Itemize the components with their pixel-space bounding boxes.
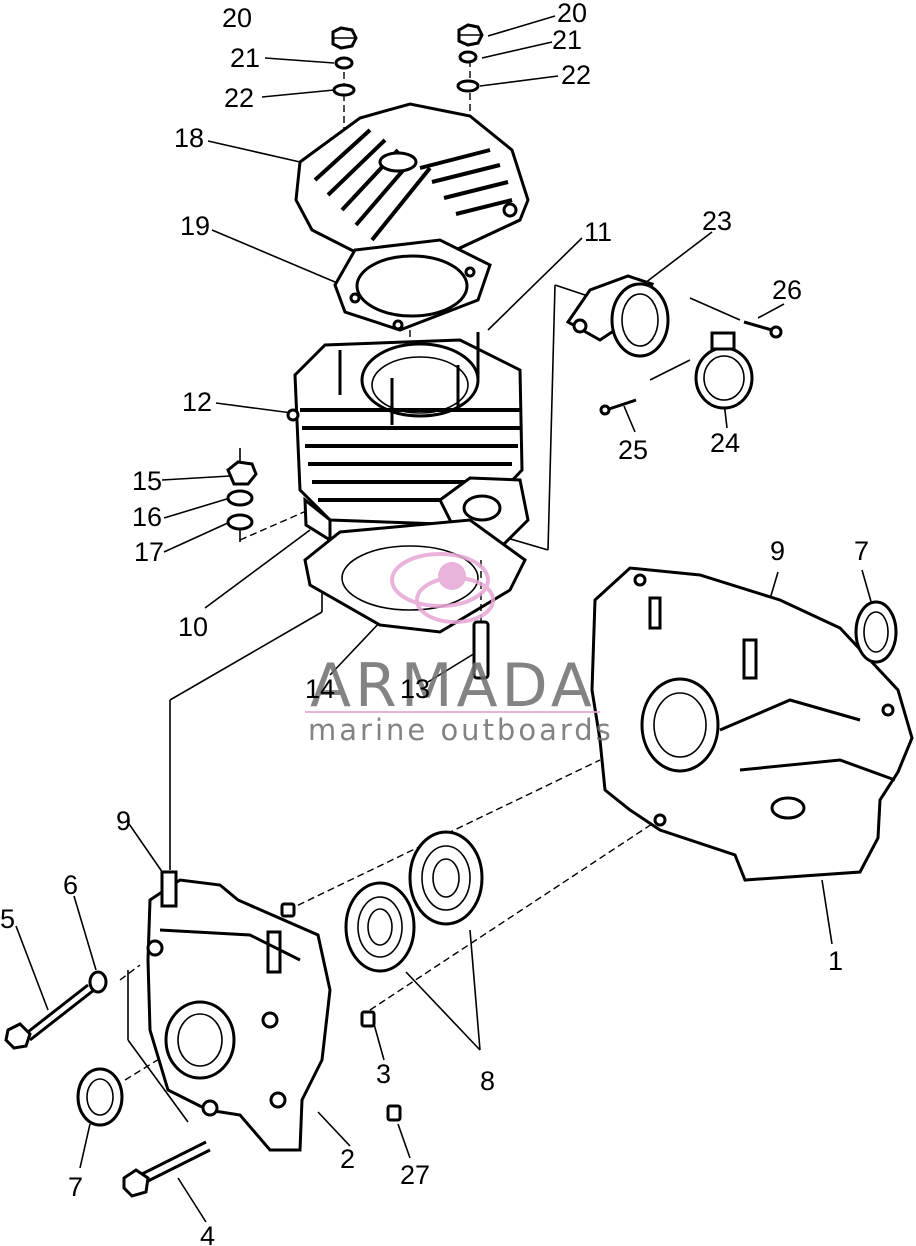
callout-26: 26 [772, 275, 802, 305]
callout-5: 5 [0, 904, 15, 934]
intake-clamp [694, 331, 754, 410]
callout-22-left: 22 [224, 83, 254, 113]
watermark-brand: ARMADA [310, 651, 596, 721]
watermark-tagline: marine outboards [308, 713, 614, 747]
bolt-25 [599, 398, 637, 416]
callout-2: 2 [340, 1144, 355, 1174]
clamp-screw-26 [743, 320, 783, 339]
callout-3: 3 [376, 1059, 391, 1089]
callout-4: 4 [200, 1221, 215, 1246]
bolt-5 [4, 983, 95, 1050]
callout-20-right: 20 [557, 0, 587, 28]
callout-21-left: 21 [230, 43, 260, 73]
bearing-rear [408, 830, 484, 926]
callout-6: 6 [63, 870, 78, 900]
callout-24: 24 [710, 428, 740, 458]
watermark: ARMADA marine outboards [305, 552, 614, 747]
callout-20-left: 20 [222, 3, 252, 33]
callout-9-left: 9 [116, 806, 131, 836]
callout-labels: 20 20 21 21 22 22 18 19 11 23 26 12 25 2… [0, 0, 869, 1246]
head-nut-right [457, 23, 484, 47]
watermark-logo-icon [390, 552, 495, 624]
bearing-front [344, 881, 416, 973]
flat-washers-top [332, 79, 480, 97]
stud-13 [472, 560, 490, 680]
head-gasket [333, 238, 492, 332]
callout-7-right: 7 [854, 536, 869, 566]
dowel-upper [280, 902, 296, 918]
callout-11: 11 [584, 217, 612, 247]
base-gasket [303, 518, 527, 634]
callout-1: 1 [828, 946, 843, 976]
callout-23: 23 [702, 206, 732, 236]
oil-seal-right [854, 600, 898, 664]
dowel-27 [386, 1104, 402, 1122]
washer-6 [88, 970, 108, 994]
callout-10: 10 [178, 612, 208, 642]
callout-12: 12 [182, 387, 212, 417]
callout-19: 19 [180, 211, 210, 241]
callout-17: 17 [134, 537, 164, 567]
callout-27: 27 [400, 1160, 430, 1190]
bolt-4 [122, 1140, 211, 1198]
head-nut-left [331, 26, 358, 50]
callout-9-right: 9 [770, 536, 785, 566]
cylinder-base-nut [226, 448, 258, 542]
callout-13: 13 [400, 674, 430, 704]
cylinder-head [294, 102, 530, 264]
callout-18: 18 [174, 123, 204, 153]
leader-lines [15, 15, 873, 1223]
crankcase-right [590, 566, 914, 882]
crankcase-left [146, 870, 332, 1152]
lock-washers-top [334, 50, 478, 70]
cylinder [286, 332, 530, 550]
callout-16: 16 [132, 502, 162, 532]
callout-8: 8 [480, 1066, 495, 1096]
callout-7-left: 7 [68, 1172, 83, 1202]
callout-25: 25 [618, 435, 648, 465]
callout-15: 15 [132, 466, 162, 496]
callout-22-right: 22 [561, 60, 591, 90]
dowel-3 [360, 1010, 376, 1028]
callout-14: 14 [305, 674, 335, 704]
oil-seal-left [76, 1067, 124, 1127]
callout-21-right: 21 [552, 25, 582, 55]
intake-flange [565, 274, 670, 358]
